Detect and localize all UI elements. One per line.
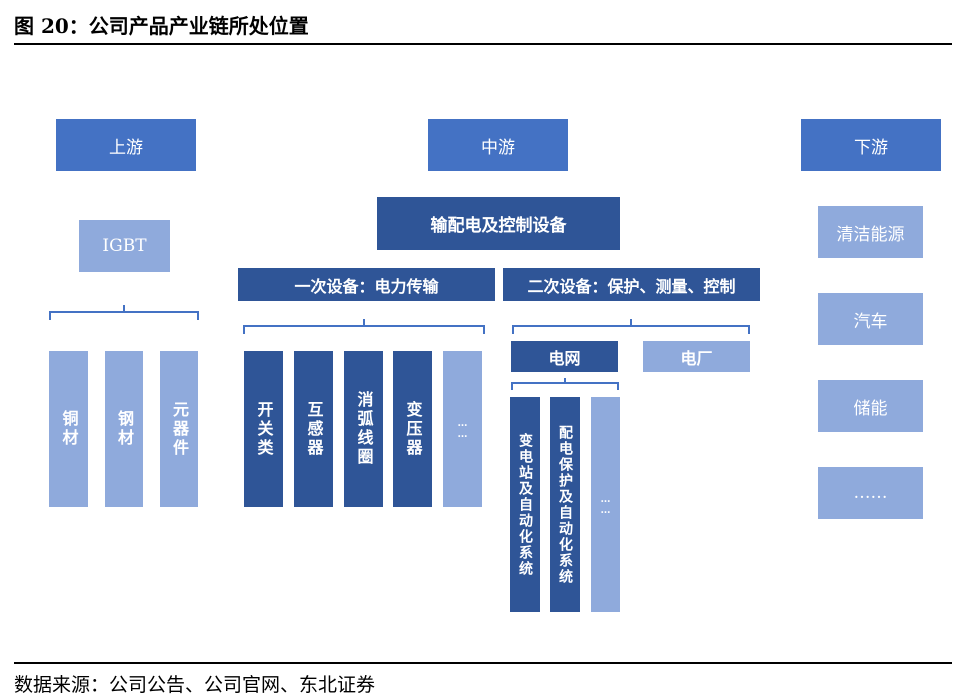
midstream-group: 输配电及控制设备 xyxy=(377,197,620,250)
downstream-item: 清洁能源 xyxy=(818,206,923,258)
upstream-header: 上游 xyxy=(56,119,196,171)
upstream-brace xyxy=(49,305,199,320)
title-rule xyxy=(14,43,952,45)
midstream-header: 中游 xyxy=(428,119,568,171)
secondary-brace xyxy=(512,319,750,334)
primary-equipment: 一次设备：电力传输 xyxy=(238,268,495,301)
primary-item: 消弧线圈 xyxy=(344,351,383,507)
primary-item-more: …… xyxy=(443,351,482,507)
source-rule xyxy=(14,662,952,664)
grid-item-more: …… xyxy=(591,397,620,612)
primary-item: 互感器 xyxy=(294,351,333,507)
downstream-item: 储能 xyxy=(818,380,923,432)
primary-brace xyxy=(243,319,485,334)
primary-item: 变压器 xyxy=(393,351,432,507)
grid-box: 电网 xyxy=(511,341,618,372)
source-note: 数据来源：公司公告、公司官网、东北证券 xyxy=(14,674,376,696)
upstream-item: 铜材 xyxy=(49,351,88,507)
figure-title: 图 20：公司产品产业链所处位置 xyxy=(14,14,309,38)
downstream-item: …… xyxy=(818,467,923,519)
upstream-item: 元器件 xyxy=(160,351,198,507)
primary-item: 开关类 xyxy=(244,351,283,507)
grid-brace xyxy=(511,378,619,390)
secondary-equipment: 二次设备：保护、测量、控制 xyxy=(503,268,760,301)
downstream-header: 下游 xyxy=(801,119,941,171)
upstream-item: 钢材 xyxy=(105,351,143,507)
upstream-group: IGBT xyxy=(79,220,170,272)
plant-box: 电厂 xyxy=(643,341,750,372)
grid-item: 变电站及自动化系统 xyxy=(510,397,540,612)
grid-item: 配电保护及自动化系统 xyxy=(550,397,580,612)
downstream-item: 汽车 xyxy=(818,293,923,345)
